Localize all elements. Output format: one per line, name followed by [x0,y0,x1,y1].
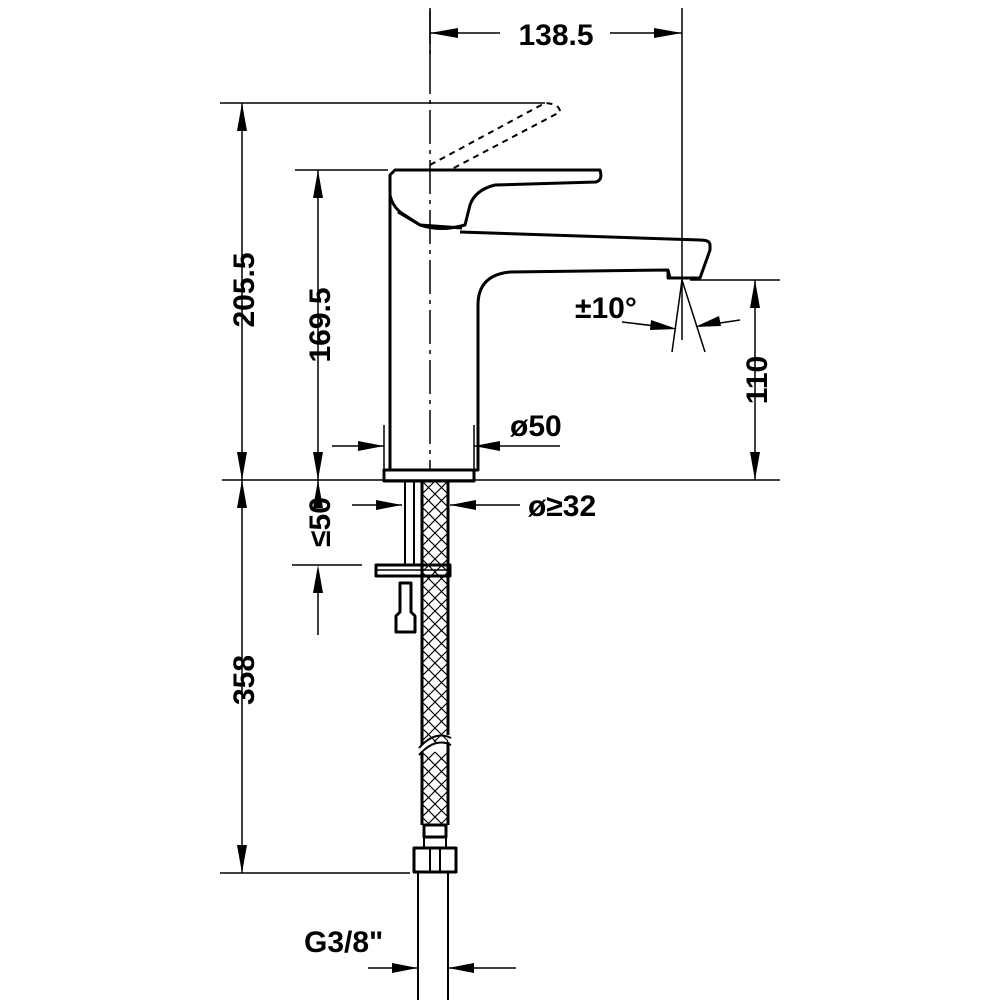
hose-braid-line [433,727,449,743]
spout-reach-label: 138.5 [518,19,593,52]
dimension-total-height: 205.5 [220,102,545,480]
hose-braid-line [421,532,449,560]
hose-braid-line [421,649,449,677]
hose-braid-line [421,610,449,638]
connection-thread-label: G3/8" [304,926,383,959]
body-height-label: 169.5 [304,287,337,362]
deck-thickness-label: ≤50 [304,497,337,547]
dimension-body-diameter: ø50 [332,410,562,470]
hose-braid-line [421,790,449,818]
total-height-label: 205.5 [228,252,261,327]
flexible-hose [412,480,458,1000]
dimension-mounting-hole: ø≥32 [352,490,596,523]
hose-braid-line [421,701,449,729]
dimension-spout-angle: ±10° [575,279,741,353]
hose-braid-line [421,558,449,586]
dimension-connection-thread: G3/8" [304,926,516,973]
hose-braid-line [421,493,449,521]
hose-braid-line [421,571,449,599]
hose-length-label: 358 [228,655,261,705]
hose-braid-line [421,803,444,826]
hose-braid-line [421,777,449,805]
body-diameter-label: ø50 [510,410,562,443]
hose-braid-line [426,803,449,826]
dimension-hose-length: 358 [220,480,410,874]
hose-braid-line [421,764,449,792]
hose-braid-line [446,740,449,743]
mounting-hole-label: ø≥32 [528,490,596,523]
dimension-body-height: 169.5 [295,169,388,480]
hose-braid-line [421,584,449,612]
hose-braid-line [421,506,449,534]
lever-handle [388,101,603,230]
hose-braid-line [421,688,449,716]
hose-braid-line [421,545,449,573]
spout-angle-label: ±10° [575,292,637,325]
dimension-deck-thickness: ≤50 [292,480,362,635]
hose-braid-line [421,597,449,625]
hose-braid-line [421,623,449,651]
hose-braid-line [421,727,437,743]
hose-braid-line [421,714,449,742]
hose-braid-line [421,636,449,664]
hose-braid-line [421,662,449,690]
hose-braid-line [421,740,424,743]
dimension-outlet-height: 110 [690,279,780,480]
hose-braid-line [421,480,449,508]
dimension-spout-reach: 138.5 [429,8,683,340]
hose-braid-line [421,751,449,779]
faucet-body [382,225,712,483]
hose-braid-line [421,519,449,547]
outlet-height-label: 110 [741,356,774,404]
hose-braid-line [421,675,449,703]
